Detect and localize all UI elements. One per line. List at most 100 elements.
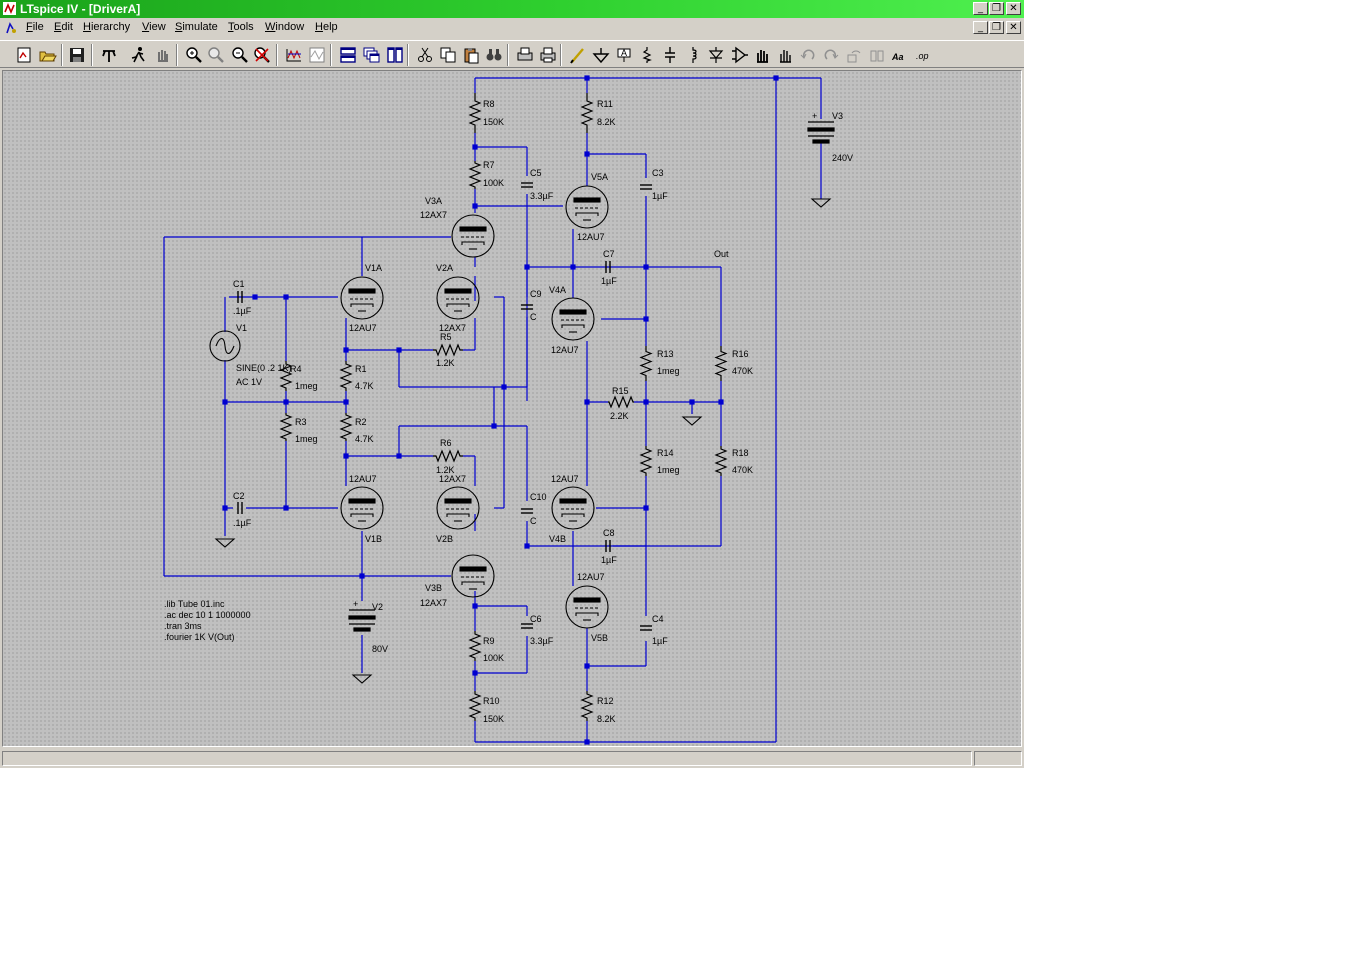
tube-v5b[interactable]	[565, 585, 609, 629]
menu-view[interactable]: View	[142, 21, 166, 33]
capacitor-c4[interactable]	[640, 625, 652, 631]
capacitor-c10[interactable]	[521, 508, 533, 514]
paste-icon[interactable]	[461, 45, 481, 65]
ltspice-app-icon[interactable]	[3, 2, 16, 15]
label-icon[interactable]: A	[614, 45, 634, 65]
resistor-r2[interactable]	[339, 413, 353, 441]
resistor-r9[interactable]	[468, 631, 482, 661]
resistor-r7[interactable]	[468, 161, 482, 189]
halt-icon[interactable]	[152, 45, 172, 65]
resistor-r6[interactable]	[433, 449, 463, 463]
ground-icon[interactable]	[591, 45, 611, 65]
capacitor-c8[interactable]	[605, 540, 611, 552]
mirror-icon[interactable]	[867, 45, 887, 65]
resistor-r18[interactable]	[714, 446, 728, 476]
resistor-r11[interactable]	[580, 93, 594, 133]
voltage-source-v2[interactable]: +	[348, 599, 376, 632]
resistor-r10[interactable]	[468, 691, 482, 721]
resistor-r13[interactable]	[639, 346, 653, 381]
tube-v1a[interactable]	[340, 276, 384, 320]
zoom-out-icon[interactable]	[230, 45, 250, 65]
tube-v5a[interactable]	[565, 185, 609, 229]
voltage-source-v3[interactable]: +	[807, 111, 835, 144]
print-icon[interactable]	[538, 45, 558, 65]
minimize-button[interactable]: _	[973, 2, 988, 15]
menu-simulate[interactable]: Simulate	[175, 21, 218, 33]
capacitor-icon[interactable]	[660, 45, 680, 65]
resistor-r12[interactable]	[580, 691, 594, 721]
tube-v2a[interactable]	[436, 276, 480, 320]
spice-directive-icon[interactable]: .op	[913, 45, 933, 65]
resistor-r16[interactable]	[714, 346, 728, 381]
copy-icon[interactable]	[438, 45, 458, 65]
component-icon[interactable]	[729, 45, 749, 65]
resistor-r5[interactable]	[433, 343, 463, 357]
capacitor-c7[interactable]	[605, 261, 611, 273]
tile-horizontal-icon[interactable]	[338, 45, 358, 65]
capacitor-c5[interactable]	[521, 182, 533, 188]
tile-vertical-icon[interactable]	[385, 45, 405, 65]
drag-icon[interactable]	[775, 45, 795, 65]
restore-button[interactable]: ❐	[989, 2, 1004, 15]
ground-symbol[interactable]	[681, 416, 703, 426]
run-icon[interactable]	[128, 45, 148, 65]
redo-icon[interactable]	[821, 45, 841, 65]
undo-icon[interactable]	[798, 45, 818, 65]
rotate-icon[interactable]	[844, 45, 864, 65]
menu-file[interactable]: File	[26, 21, 44, 33]
voltage-source-v1[interactable]	[209, 330, 241, 362]
tube-v3a[interactable]	[451, 214, 495, 258]
cut-icon[interactable]	[415, 45, 435, 65]
junction-dot	[524, 264, 530, 270]
mdi-restore-button[interactable]: ❐	[989, 21, 1004, 34]
diode-icon[interactable]	[706, 45, 726, 65]
print-setup-icon[interactable]	[515, 45, 535, 65]
waveform-icon[interactable]	[307, 45, 327, 65]
resistor-r3[interactable]	[279, 413, 293, 441]
close-button[interactable]: ✕	[1006, 2, 1021, 15]
ground-symbol[interactable]	[351, 674, 373, 684]
tube-v4b[interactable]	[551, 486, 595, 530]
autorange-icon[interactable]	[284, 45, 304, 65]
resistor-icon[interactable]	[637, 45, 657, 65]
ground-symbol[interactable]	[810, 198, 832, 208]
tube-v1b[interactable]	[340, 486, 384, 530]
zoom-cancel-icon[interactable]	[252, 45, 272, 65]
wire-icon[interactable]	[568, 45, 588, 65]
resistor-r1[interactable]	[339, 361, 353, 391]
pan-icon[interactable]	[206, 45, 226, 65]
resistor-r4[interactable]	[279, 361, 293, 391]
text-icon[interactable]: Aa	[890, 45, 910, 65]
save-icon[interactable]	[67, 45, 87, 65]
tube-v4a[interactable]	[551, 297, 595, 341]
cascade-icon[interactable]	[361, 45, 381, 65]
title-bar[interactable]: LTspice IV - [DriverA] _ ❐ ✕	[0, 0, 1024, 18]
tube-v2b[interactable]	[436, 486, 480, 530]
new-schematic-icon[interactable]	[14, 45, 34, 65]
move-icon[interactable]	[752, 45, 772, 65]
mdi-close-button[interactable]: ✕	[1006, 21, 1021, 34]
find-icon[interactable]	[484, 45, 504, 65]
menu-tools[interactable]: Tools	[228, 21, 254, 33]
resistor-r14[interactable]	[639, 446, 653, 476]
menu-help[interactable]: Help	[315, 21, 338, 33]
capacitor-c6[interactable]	[521, 623, 533, 629]
capacitor-c2[interactable]	[237, 502, 243, 514]
open-folder-icon[interactable]	[37, 45, 57, 65]
menu-edit[interactable]: Edit	[54, 21, 73, 33]
inductor-icon[interactable]	[683, 45, 703, 65]
zoom-in-icon[interactable]	[184, 45, 204, 65]
capacitor-c3[interactable]	[640, 184, 652, 190]
control-panel-icon[interactable]	[99, 45, 119, 65]
menu-window[interactable]: Window	[265, 21, 305, 33]
mdi-minimize-button[interactable]: _	[973, 21, 988, 34]
resistor-r15[interactable]	[608, 395, 634, 409]
capacitor-c1[interactable]	[237, 291, 243, 303]
menu-hierarchy[interactable]: Hierarchy	[83, 21, 131, 33]
document-icon[interactable]	[4, 21, 18, 35]
ground-symbol[interactable]	[214, 538, 236, 548]
resistor-r8[interactable]	[468, 93, 482, 133]
tube-v3b[interactable]	[451, 554, 495, 598]
capacitor-c9[interactable]	[521, 304, 533, 310]
